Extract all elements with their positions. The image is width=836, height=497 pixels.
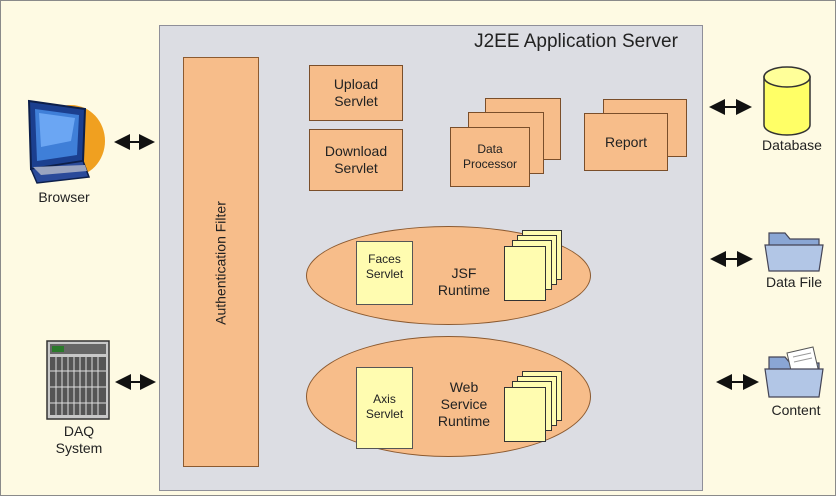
faces-servlet-label: Faces Servlet xyxy=(365,252,404,281)
jsf-page-1 xyxy=(504,246,546,301)
download-servlet-box: Download Servlet xyxy=(309,129,403,191)
upload-servlet-label: Upload Servlet xyxy=(333,76,379,109)
authentication-filter xyxy=(183,57,259,467)
data-processor-label: Data Processor xyxy=(462,142,518,171)
web-service-runtime-label: Web Service Runtime xyxy=(437,379,491,429)
data-file-label: Data File xyxy=(765,274,823,290)
axis-servlet-label: Axis Servlet xyxy=(365,392,404,421)
jsf-runtime-label: JSF Runtime xyxy=(437,265,491,298)
ws-page-1 xyxy=(504,387,546,442)
data-processor-box: Data Processor xyxy=(450,127,530,187)
daq-system-label: DAQ System xyxy=(55,423,103,456)
database-label: Database xyxy=(762,137,822,153)
download-servlet-label: Download Servlet xyxy=(324,143,388,176)
report-label: Report xyxy=(604,134,648,150)
server-title: J2EE Application Server xyxy=(474,31,678,52)
content-label: Content xyxy=(771,402,821,418)
faces-servlet-box: Faces Servlet xyxy=(356,241,413,305)
report-box: Report xyxy=(584,113,668,171)
upload-servlet-box: Upload Servlet xyxy=(309,65,403,121)
axis-servlet-box: Axis Servlet xyxy=(356,367,413,449)
browser-label: Browser xyxy=(38,189,90,205)
